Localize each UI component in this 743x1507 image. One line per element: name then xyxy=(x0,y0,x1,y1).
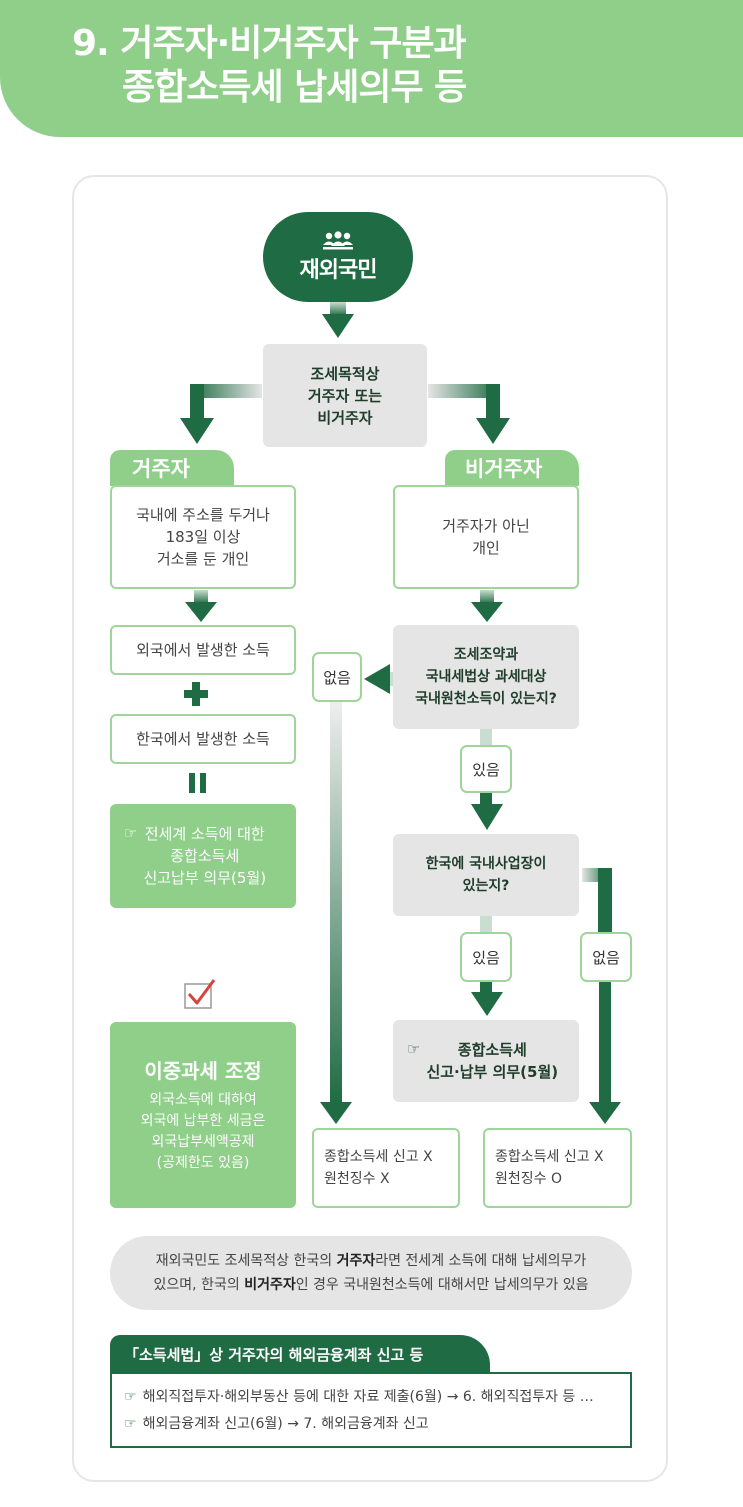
note-bold-resident: 거주자 xyxy=(336,1253,376,1269)
law-item-text: 해외금융계좌 신고(6월) → 7. 해외금융계좌 신고 xyxy=(142,1416,429,1432)
arrow-to-resident xyxy=(180,384,262,444)
law-item: ☞ 해외직접투자·해외부동산 등에 대한 자료 제출(6월) → 6. 해외직접… xyxy=(124,1384,618,1411)
arrow-no-income-long xyxy=(320,702,352,1124)
equals-icon xyxy=(189,773,206,793)
arrow-yes-to-q2 xyxy=(471,792,503,830)
arrow-yes-to-duty xyxy=(471,980,503,1016)
foreign-income-box: 외국에서 발생한 소득 xyxy=(110,625,296,675)
start-label: 재외국민 xyxy=(299,258,378,283)
label-no-income: 없음 xyxy=(312,652,362,702)
double-tax-body: 외국소득에 대하여 외국에 납부한 세금은 외국납부세액공제 (공제한도 있음) xyxy=(140,1092,266,1171)
tab-resident: 거주자 xyxy=(110,450,234,486)
resident-definition: 국내에 주소를 두거나 183일 이상 거소를 둔 개인 xyxy=(110,485,296,589)
law-item-text: 해외직접투자·해외부동산 등에 대한 자료 제출(6월) → 6. 해외직접투자… xyxy=(142,1389,594,1405)
summary-note: 재외국민도 조세목적상 한국의 거주자라면 전세계 소득에 대해 납세의무가 있… xyxy=(110,1236,632,1310)
pointing-hand-icon: ☞ xyxy=(124,1389,137,1405)
start-overseas-korean: 재외국민 xyxy=(263,212,413,302)
resident-duty-box: ☞ 전세계 소득에 대한 종합소득세 신고납부 의무(5월) xyxy=(110,804,296,908)
arrow-nonresident-down xyxy=(471,590,503,622)
label-yes-business: 있음 xyxy=(460,932,512,982)
note-text-1: 재외국민도 조세목적상 한국의 xyxy=(155,1253,337,1269)
people-icon xyxy=(323,231,353,250)
resident-duty-text: 전세계 소득에 대한 종합소득세 신고납부 의무(5월) xyxy=(143,825,267,887)
result-no-filing-no-withholding: 종합소득세 신고 X 원천징수 X xyxy=(312,1128,460,1208)
pointing-hand-icon: ☞ xyxy=(124,824,138,842)
checkbox-check-icon xyxy=(184,979,216,1009)
note-text-2: 라면 전세계 소득에 대해 납세의무가 xyxy=(375,1253,587,1269)
note-text-4: 인 경우 국내원천소득에 대해서만 납세의무가 있음 xyxy=(295,1277,589,1293)
nonresident-definition: 거주자가 아닌 개인 xyxy=(393,485,579,589)
connector-q1-yes xyxy=(480,728,492,746)
decision-resident-or-not: 조세목적상 거주자 또는 비거주자 xyxy=(263,344,427,447)
double-tax-title: 이중과세 조정 xyxy=(144,1059,262,1083)
nonresident-duty-box: ☞ 종합소득세 신고·납부 의무(5월) xyxy=(393,1020,579,1102)
plus-icon xyxy=(184,682,208,706)
law-section-title: 「소득세법」상 거주자의 해외금융계좌 신고 등 xyxy=(110,1335,490,1373)
label-no-business: 없음 xyxy=(580,932,632,982)
double-tax-box: 이중과세 조정 외국소득에 대하여 외국에 납부한 세금은 외국납부세액공제 (… xyxy=(110,1022,296,1208)
tab-nonresident: 비거주자 xyxy=(445,450,579,486)
law-section-list: ☞ 해외직접투자·해외부동산 등에 대한 자료 제출(6월) → 6. 해외직접… xyxy=(110,1372,632,1448)
question-domestic-source-income: 조세조약과 국내세법상 과세대상 국내원천소득이 있는지? xyxy=(393,625,579,729)
law-item: ☞ 해외금융계좌 신고(6월) → 7. 해외금융계좌 신고 xyxy=(124,1411,618,1438)
note-text-3: 있으며, 한국의 xyxy=(153,1277,245,1293)
pointing-hand-icon: ☞ xyxy=(124,1416,137,1432)
title-line-2: 종합소득세 납세의무 등 xyxy=(122,67,467,108)
pointing-hand-icon: ☞ xyxy=(407,1040,421,1058)
arrow-q2-no xyxy=(582,868,612,932)
arrow-no-to-withholding xyxy=(589,982,621,1124)
arrow-start-to-decision xyxy=(322,302,354,338)
connector-q2-yes xyxy=(480,916,492,932)
title-line-1: 9. 거주자·비거주자 구분과 xyxy=(72,23,467,64)
result-withholding: 종합소득세 신고 X 원천징수 O xyxy=(483,1128,632,1208)
arrow-q1-no xyxy=(364,664,394,694)
nonresident-duty-text: 종합소득세 신고·납부 의무(5월) xyxy=(426,1041,559,1081)
note-bold-nonresident: 비거주자 xyxy=(244,1277,296,1293)
arrow-resident-down xyxy=(185,590,217,622)
question-business-place: 한국에 국내사업장이 있는지? xyxy=(393,834,579,916)
page-title: 9. 거주자·비거주자 구분과 종합소득세 납세의무 등 xyxy=(72,22,672,110)
arrow-to-nonresident xyxy=(428,384,510,444)
domestic-income-box: 한국에서 발생한 소득 xyxy=(110,714,296,764)
label-yes-income: 있음 xyxy=(460,745,512,793)
header-banner: 9. 거주자·비거주자 구분과 종합소득세 납세의무 등 xyxy=(0,0,743,137)
